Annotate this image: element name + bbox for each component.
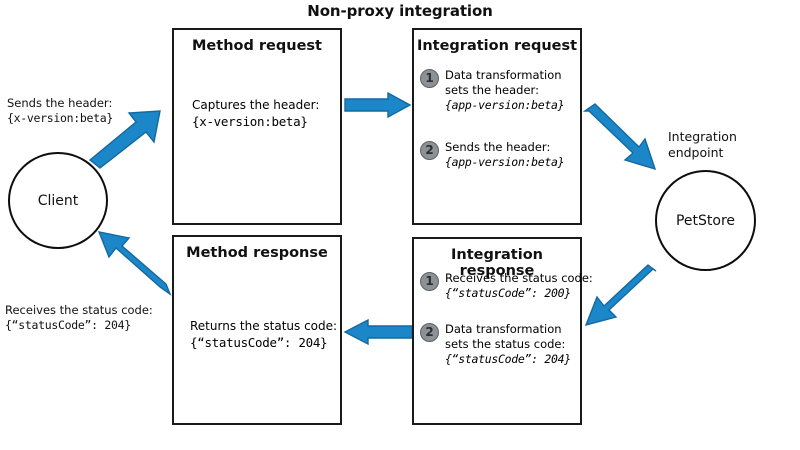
node-petstore-label: PetStore	[675, 212, 736, 229]
step-badge-1: 1	[420, 272, 439, 291]
step-text: Data transformation sets the header: {ap…	[445, 68, 565, 113]
label-integration-endpoint-line2: endpoint	[668, 145, 724, 161]
box-method-response: Method response Returns the status code:…	[172, 235, 342, 425]
node-client: Client	[8, 152, 108, 249]
box-method-request-title: Method request	[192, 38, 322, 54]
step-code: {app-version:beta}	[445, 97, 565, 112]
step-line: Data transformation	[445, 68, 562, 82]
box-method-response-title: Method response	[186, 245, 328, 261]
label-integration-endpoint-line1: Integration	[668, 129, 737, 144]
label-integration-endpoint: Integration endpoint	[668, 129, 737, 162]
step-item: 1 Data transformation sets the header: {…	[420, 68, 565, 113]
step-line: sets the status code:	[445, 336, 566, 351]
arrow-petstore-to-integration-response	[584, 264, 657, 327]
page-title: Non-proxy integration	[307, 2, 493, 20]
step-badge-2: 2	[420, 141, 439, 160]
arrow-integration-response-to-method-response	[343, 318, 413, 346]
step-code: {app-version:beta}	[445, 154, 565, 169]
box-method-request: Method request Captures the header: {x-v…	[172, 28, 342, 225]
box-integration-response-title: Integration response	[451, 247, 543, 279]
step-line: Receives the status code:	[445, 271, 593, 285]
step-line: sets the header:	[445, 82, 539, 97]
box-method-request-code: {x-version:beta}	[192, 113, 308, 129]
step-code: {“statusCode”: 200}	[445, 285, 571, 300]
step-text: Sends the header: {app-version:beta}	[445, 140, 565, 170]
node-client-label: Client	[37, 192, 79, 209]
step-line: Data transformation	[445, 322, 562, 336]
label-request-outbound: Sends the header: {x-version:beta}	[7, 96, 113, 127]
box-integration-request: Integration request 1 Data transformatio…	[412, 28, 582, 225]
arrow-client-to-method-request	[88, 110, 161, 169]
box-method-response-code: {“statusCode”: 204}	[190, 334, 328, 350]
label-response-inbound-line1: Receives the status code:	[5, 303, 153, 317]
box-method-response-line1: Returns the status code:	[190, 319, 338, 333]
step-item: 2 Data transformation sets the status co…	[420, 322, 571, 367]
label-request-outbound-code: {x-version:beta}	[7, 111, 113, 126]
step-item: 1 Receives the status code: {“statusCode…	[420, 271, 593, 301]
arrow-method-request-to-integration-request	[344, 91, 412, 119]
step-item: 2 Sends the header: {app-version:beta}	[420, 140, 565, 170]
step-badge-2: 2	[420, 323, 439, 342]
box-method-request-body: Captures the header: {x-version:beta}	[192, 98, 319, 130]
label-response-inbound: Receives the status code: {“statusCode”:…	[5, 303, 153, 334]
box-method-request-line1: Captures the header:	[192, 98, 320, 112]
box-integration-response: Integration response 1 Receives the stat…	[412, 237, 593, 425]
label-request-outbound-line1: Sends the header:	[7, 96, 113, 110]
arrow-method-response-to-client	[97, 231, 172, 296]
step-code: {“statusCode”: 204}	[445, 351, 571, 366]
node-petstore: PetStore	[655, 170, 756, 271]
box-integration-request-title: Integration request	[416, 38, 578, 54]
box-method-response-body: Returns the status code: {“statusCode”: …	[190, 319, 337, 351]
step-line: Sends the header:	[445, 140, 551, 154]
step-badge-1: 1	[420, 69, 439, 88]
arrow-integration-request-to-petstore	[582, 103, 657, 171]
step-text: Data transformation sets the status code…	[445, 322, 571, 367]
label-response-inbound-code: {“statusCode”: 204}	[5, 318, 131, 333]
step-text: Receives the status code: {“statusCode”:…	[445, 271, 593, 301]
